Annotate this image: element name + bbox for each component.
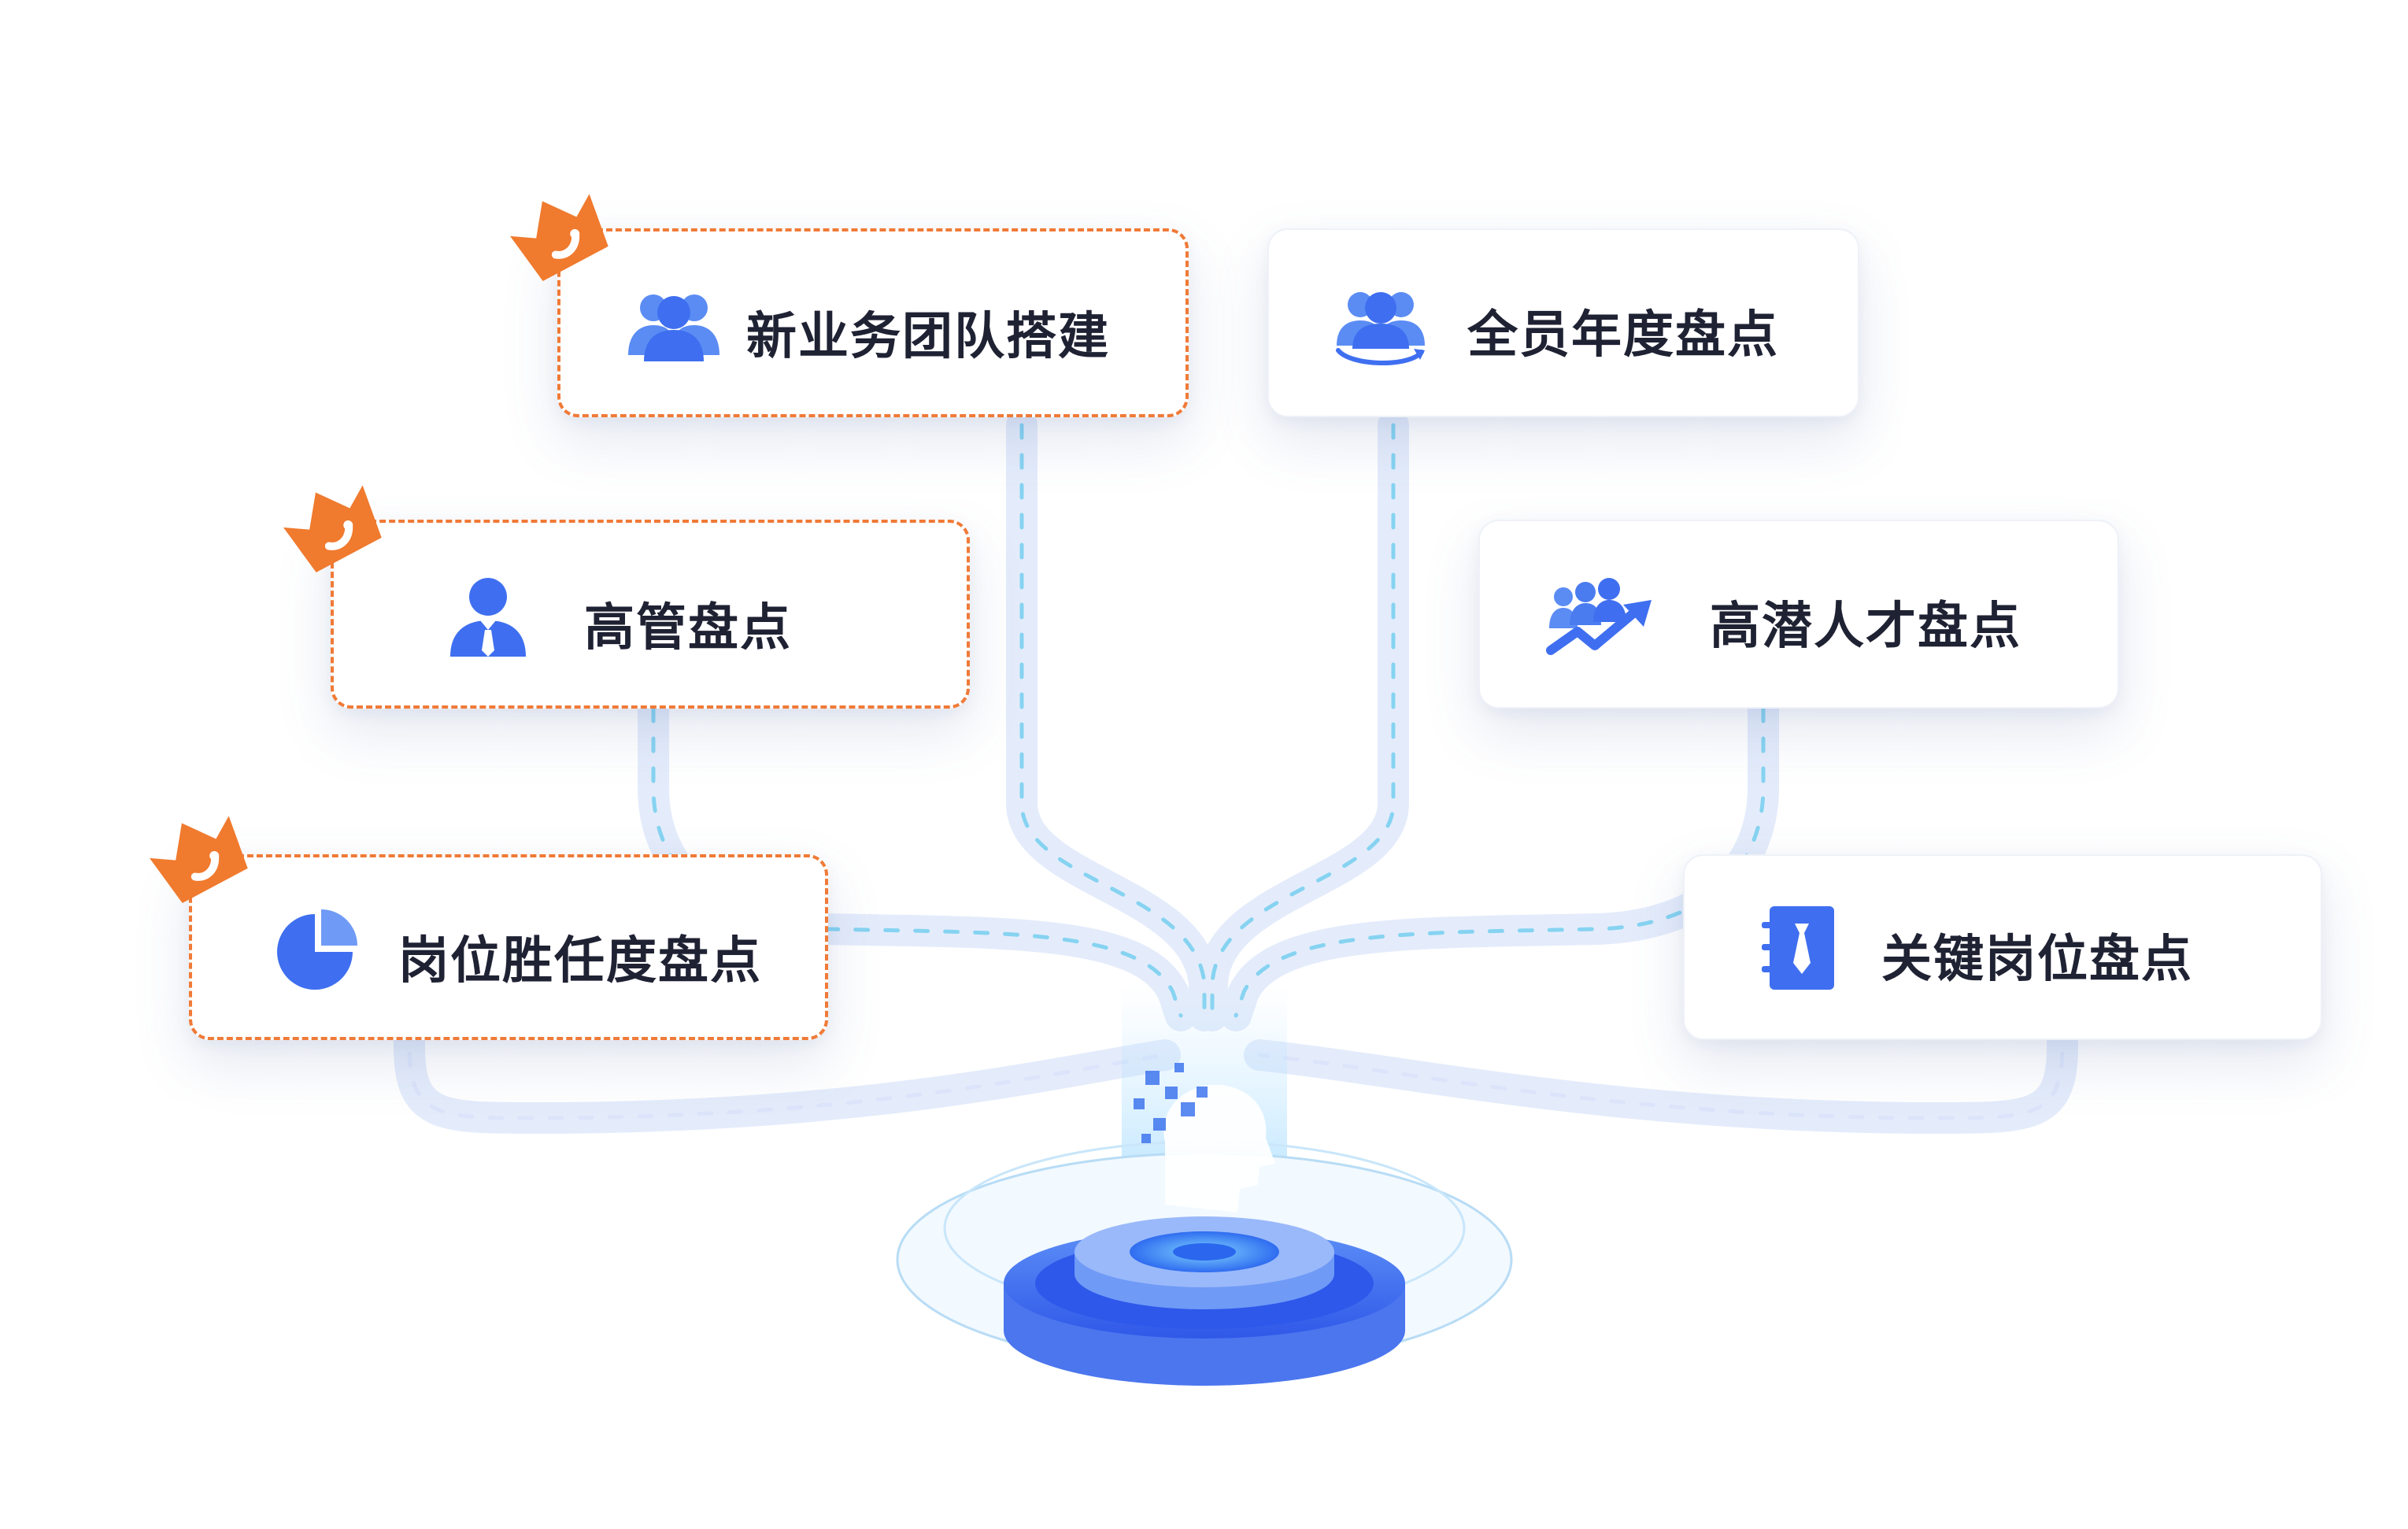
card-new-business-team[interactable]: 新业务团队搭建 — [557, 228, 1189, 417]
card-label: 高潜人才盘点 — [1710, 598, 2021, 656]
card-label: 新业务团队搭建 — [746, 308, 1110, 366]
card-executive-review[interactable]: 高管盘点 — [331, 520, 970, 709]
card-annual-all-staff-review[interactable]: 全员年度盘点 — [1267, 228, 1859, 417]
center-platform — [896, 984, 1513, 1386]
executive-icon — [450, 578, 526, 657]
crown-badge-icon — [283, 485, 382, 573]
growth-team-icon — [1546, 578, 1652, 655]
card-high-potential-review[interactable]: 高潜人才盘点 — [1478, 520, 2119, 709]
card-label: 关键岗位盘点 — [1881, 931, 2193, 989]
card-label: 全员年度盘点 — [1467, 306, 1779, 365]
card-key-position-review[interactable]: 关键岗位盘点 — [1683, 854, 2322, 1040]
notebook-tie-icon — [1762, 906, 1834, 990]
team-cycle-icon — [1336, 292, 1425, 365]
card-label: 岗位胜任度盘点 — [398, 932, 762, 990]
crown-badge-icon — [149, 816, 248, 904]
team-icon — [628, 294, 719, 361]
crown-badge-icon — [509, 194, 608, 282]
pie-chart-icon — [277, 909, 357, 990]
card-competency-review[interactable]: 岗位胜任度盘点 — [189, 854, 828, 1040]
card-label: 高管盘点 — [584, 599, 792, 657]
